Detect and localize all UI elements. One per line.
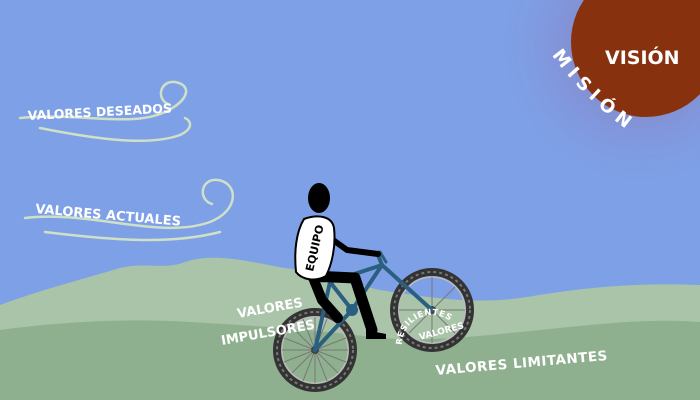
rider-foot <box>366 330 386 339</box>
rider-leg-back <box>307 270 343 323</box>
rider <box>294 183 386 339</box>
vision-label: VISIÓN <box>605 45 680 69</box>
wind-swirl-deseados <box>18 80 192 142</box>
crank <box>346 304 358 316</box>
rider-torso <box>294 215 336 281</box>
wind-swirl-actuales <box>23 178 235 242</box>
rider-head <box>308 183 330 213</box>
sun <box>571 0 700 117</box>
